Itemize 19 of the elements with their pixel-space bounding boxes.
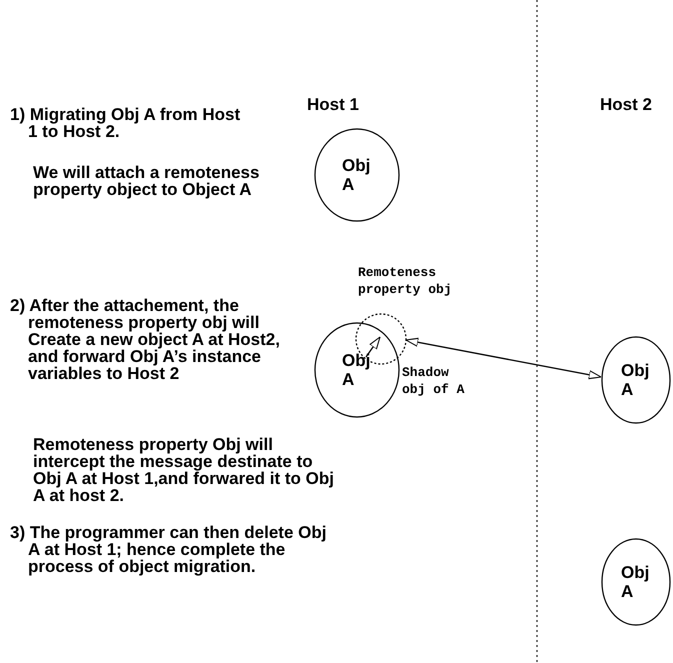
arrow [406, 338, 602, 380]
shadow-label: Shadow obj of A [402, 364, 466, 398]
object-label: Obj A [621, 563, 650, 601]
object-label: Obj A [342, 156, 372, 194]
object-circle [601, 538, 671, 626]
note-text: Remoteness property Obj will intercept the message destinate to Obj A at Host 1,and forwared it to Obj A at host 2. [33, 436, 335, 504]
object-circle [314, 322, 400, 418]
object-label: Obj A [342, 351, 372, 389]
step-text: 1) Migrating Obj A from Host 1 to Host 2. [10, 106, 242, 140]
step-text: 2) After the attachement, the remoteness property obj will Create a new object A at Host2, and forward Obj A’s instance variables to Host 2 [10, 297, 281, 382]
note-text: We will attach a remoteness property object to Object A [33, 164, 260, 198]
step-text: 3) The programmer can then delete Obj A at Host 1; hence complete the process of object migration. [10, 524, 328, 575]
host-label: Host 1 [307, 96, 360, 113]
object-circle [314, 128, 400, 222]
callout-label: Remoteness property obj [358, 264, 453, 298]
object-label: Obj A [621, 361, 650, 399]
arrow [365, 336, 381, 358]
host-label: Host 2 [600, 96, 653, 113]
object-circle [601, 336, 671, 424]
